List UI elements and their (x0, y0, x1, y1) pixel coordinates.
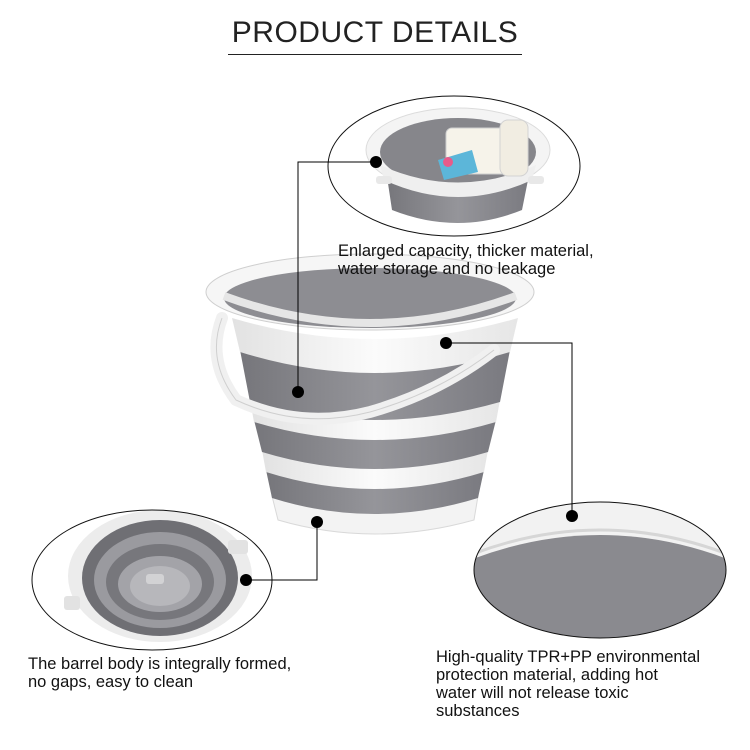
caption-integral-body: The barrel body is integrally formed, no… (28, 655, 291, 691)
detail-bottom-closeup (31, 509, 273, 651)
caption-material-line-3: water will not release toxic (436, 684, 629, 702)
detail-top-closeup (327, 95, 581, 237)
caption-capacity-line-2: water storage and no leakage (338, 260, 556, 278)
caption-material: High-quality TPR+PP environmental protec… (436, 648, 700, 720)
callout-line-right (446, 342, 573, 516)
callout-dot-top-b (292, 386, 304, 398)
caption-material-line-1: High-quality TPR+PP environmental (436, 648, 700, 666)
caption-material-line-2: protection material, adding hot (436, 666, 658, 684)
caption-integral-line-2: no gaps, easy to clean (28, 673, 194, 691)
callout-dot-left-a (311, 516, 323, 528)
callout-dot-right-b (566, 510, 578, 522)
callout-line-left (246, 522, 318, 581)
page-title: PRODUCT DETAILS (0, 16, 750, 55)
caption-integral-line-1: The barrel body is integrally formed, (28, 655, 292, 673)
callout-dot-right-a (440, 337, 452, 349)
caption-capacity: Enlarged capacity, thicker material, wat… (338, 242, 594, 278)
detail-material-closeup (473, 501, 727, 639)
caption-material-line-4: substances (436, 702, 520, 720)
caption-capacity-line-1: Enlarged capacity, thicker material, (338, 242, 594, 260)
callout-line-top (297, 161, 376, 392)
bucket-main-image (205, 253, 535, 535)
callout-dot-left-b (240, 574, 252, 586)
callout-dot-top-a (370, 156, 382, 168)
